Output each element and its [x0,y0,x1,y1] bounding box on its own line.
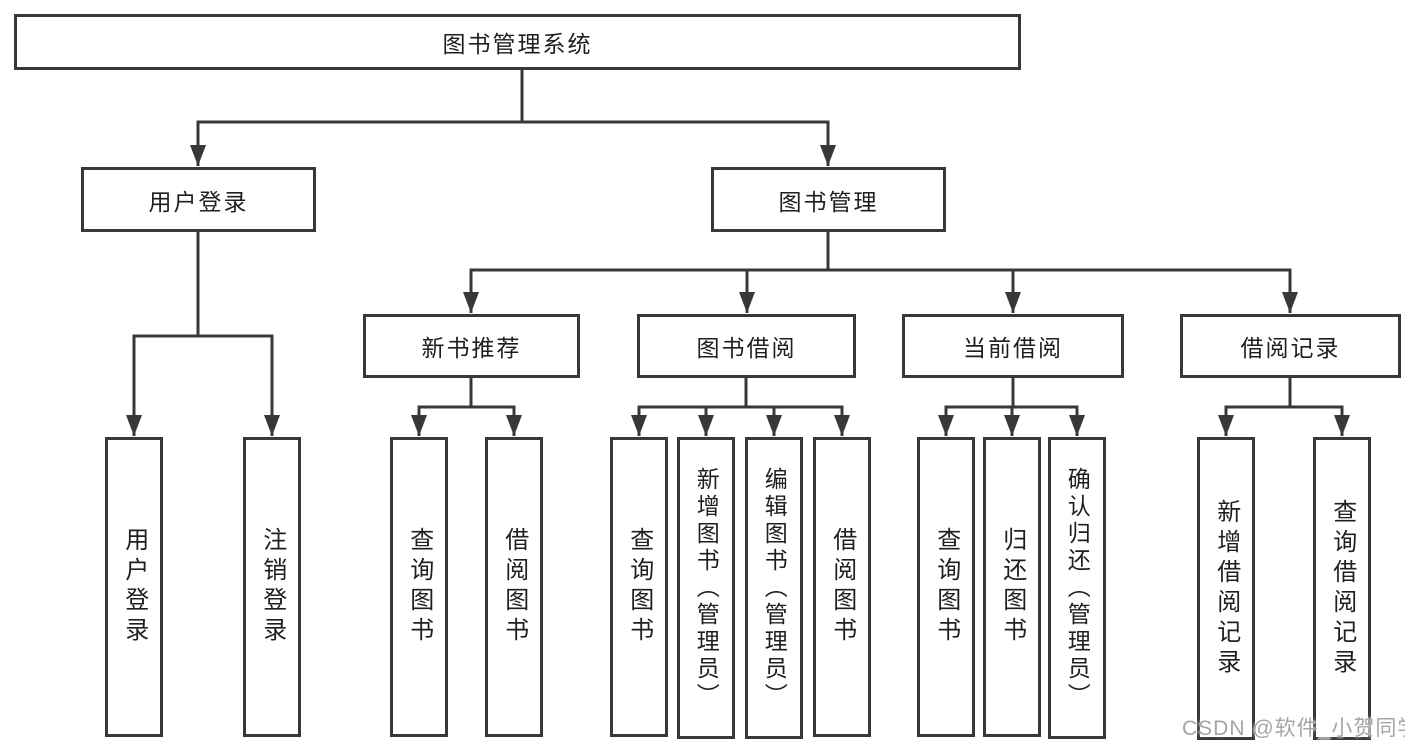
csdn-watermark: CSDN @软件_小贺同学 [1182,717,1405,740]
leaf-user-login: 用户登录 [105,437,163,737]
leaf-borrow-books-recommend: 借阅图书 [485,437,543,737]
leaf-borrow-books-borrowing: 借阅图书 [813,437,871,737]
leaf-query-books-borrowing: 查询图书 [610,437,668,737]
leaf-edit-book-admin: 编辑图书（管理员） [745,437,803,739]
leaf-add-borrow-record: 新增借阅记录 [1197,437,1255,740]
node-library-management-system: 图书管理系统 [14,14,1021,70]
node-book-borrowing: 图书借阅 [637,314,856,378]
leaf-query-borrow-record: 查询借阅记录 [1313,437,1371,740]
leaf-logout: 注销登录 [243,437,301,737]
node-new-book-recommendation: 新书推荐 [363,314,580,378]
leaf-return-book: 归还图书 [983,437,1041,737]
node-borrow-records: 借阅记录 [1180,314,1401,378]
node-book-management: 图书管理 [711,167,946,232]
leaf-confirm-return-admin: 确认归还（管理员） [1048,437,1106,739]
node-user-login: 用户登录 [81,167,316,232]
node-current-borrowing: 当前借阅 [902,314,1124,378]
leaf-query-books-recommend: 查询图书 [390,437,448,737]
leaf-query-books-current: 查询图书 [917,437,975,737]
leaf-add-book-admin: 新增图书（管理员） [677,437,735,739]
